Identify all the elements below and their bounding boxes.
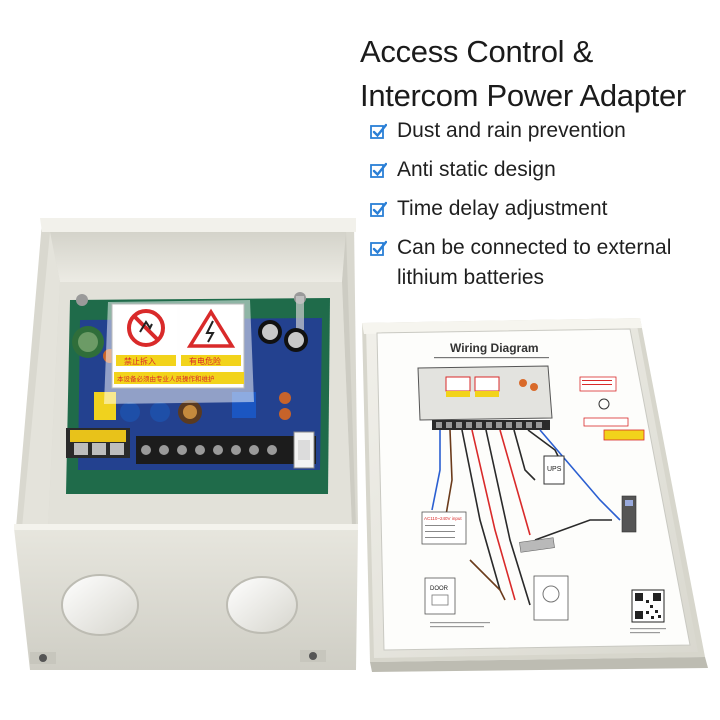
feature-item: Can be connected to external lithium bat… (370, 233, 715, 293)
no-touch-icon (127, 309, 165, 347)
checkbox-checked-icon (370, 201, 387, 217)
feature-item: Anti static design (370, 155, 715, 185)
wiring-diagram-sticker: Wiring Diagram (376, 328, 691, 651)
checkbox-checked-icon (370, 162, 387, 178)
ac-input-label: AC110~240V input (424, 516, 462, 521)
terminal-block (66, 428, 316, 469)
product-title-line-1: Access Control & (360, 34, 593, 69)
wiring-diagram-heading: Wiring Diagram (450, 341, 539, 355)
checkbox-checked-icon (370, 240, 387, 256)
feature-list: Dust and rain prevention Anti static des… (370, 116, 715, 302)
knockout-hole-left (61, 574, 139, 636)
high-voltage-icon (186, 308, 236, 348)
feature-text: Dust and rain prevention (397, 119, 626, 142)
feature-text: Time delay adjustment (397, 197, 608, 220)
knockout-hole-right (226, 576, 298, 634)
qr-code (631, 589, 665, 623)
warning-label-left: 禁止拆入 (124, 356, 156, 366)
warning-label-right: 有电危险 (189, 356, 221, 366)
checkbox-checked-icon (370, 123, 387, 139)
ups-label: UPS (547, 466, 562, 473)
warning-notice: 本设备必须由专业人员操作和维护 (117, 374, 215, 383)
feature-item: Time delay adjustment (370, 194, 715, 224)
door-label: DOOR (430, 586, 449, 592)
product-title: Access Control & Intercom Power Adapter (360, 30, 715, 118)
feature-text: Can be connected to external lithium bat… (397, 236, 672, 289)
feature-item: Dust and rain prevention (370, 116, 715, 146)
warning-cover: 禁止拆入 有电危险 本设备必须由专业人员操作和维护 (104, 300, 254, 404)
feature-text: Anti static design (397, 158, 556, 181)
product-title-line-2: Intercom Power Adapter (360, 78, 686, 113)
